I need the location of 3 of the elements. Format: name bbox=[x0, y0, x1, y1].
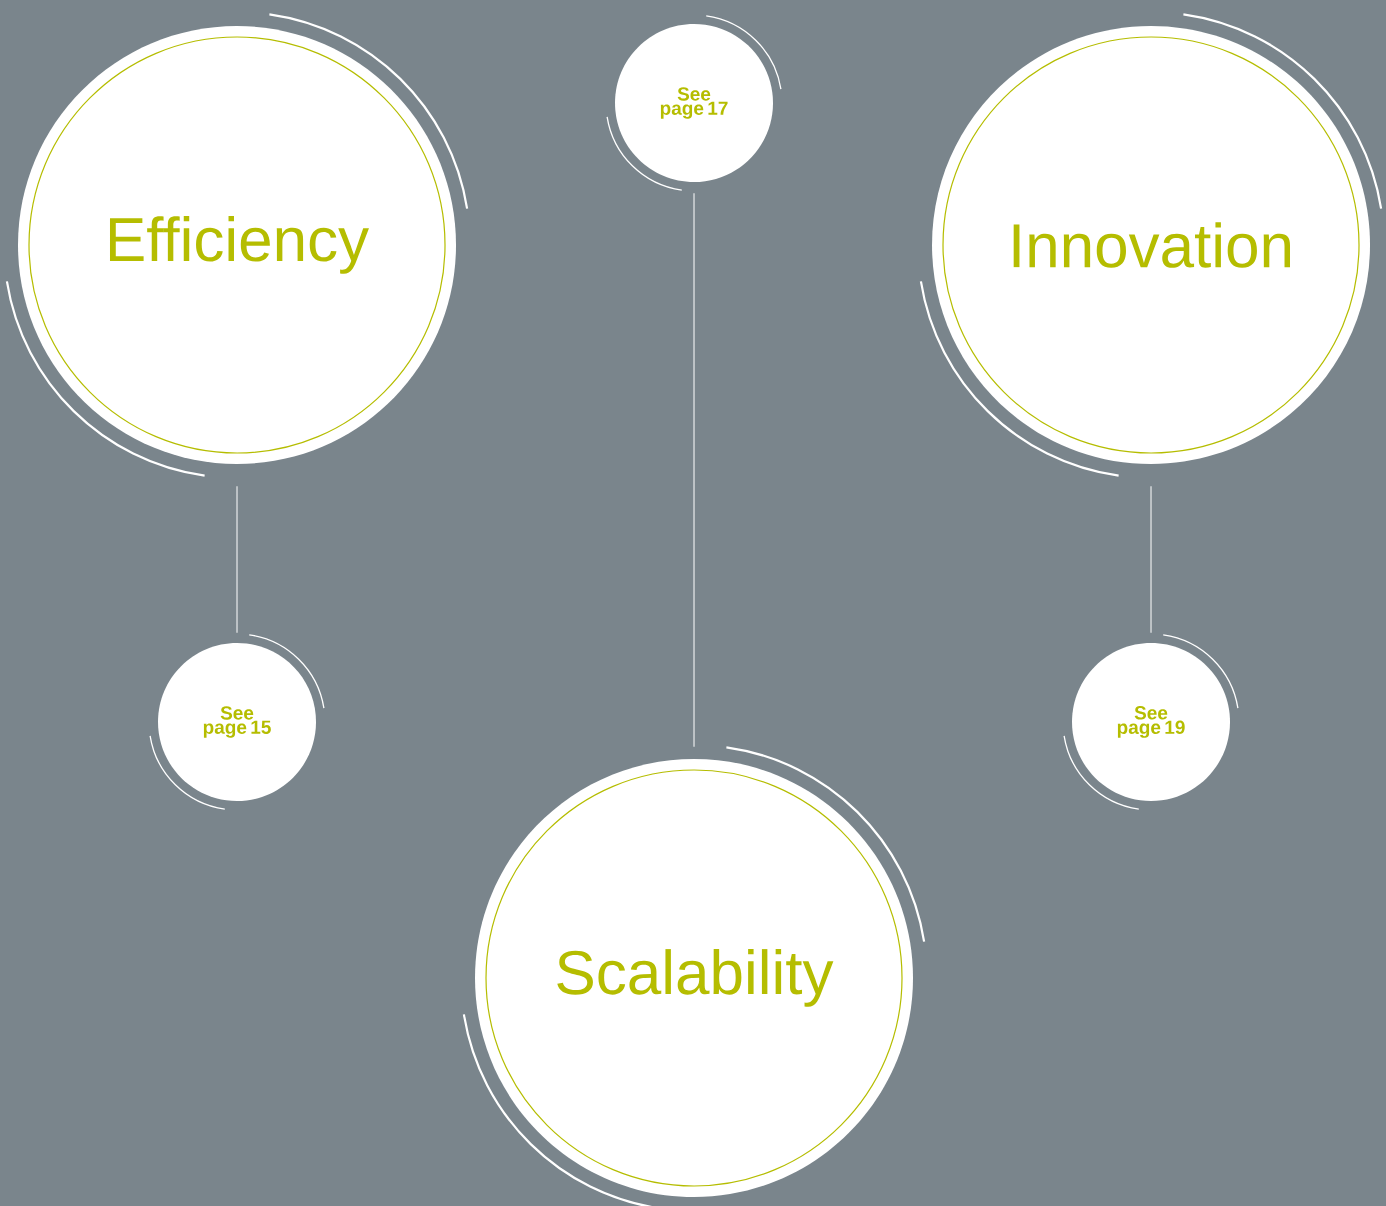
connector-line bbox=[1150, 485, 1152, 634]
connector-line bbox=[236, 485, 238, 634]
connector-line bbox=[693, 192, 695, 748]
